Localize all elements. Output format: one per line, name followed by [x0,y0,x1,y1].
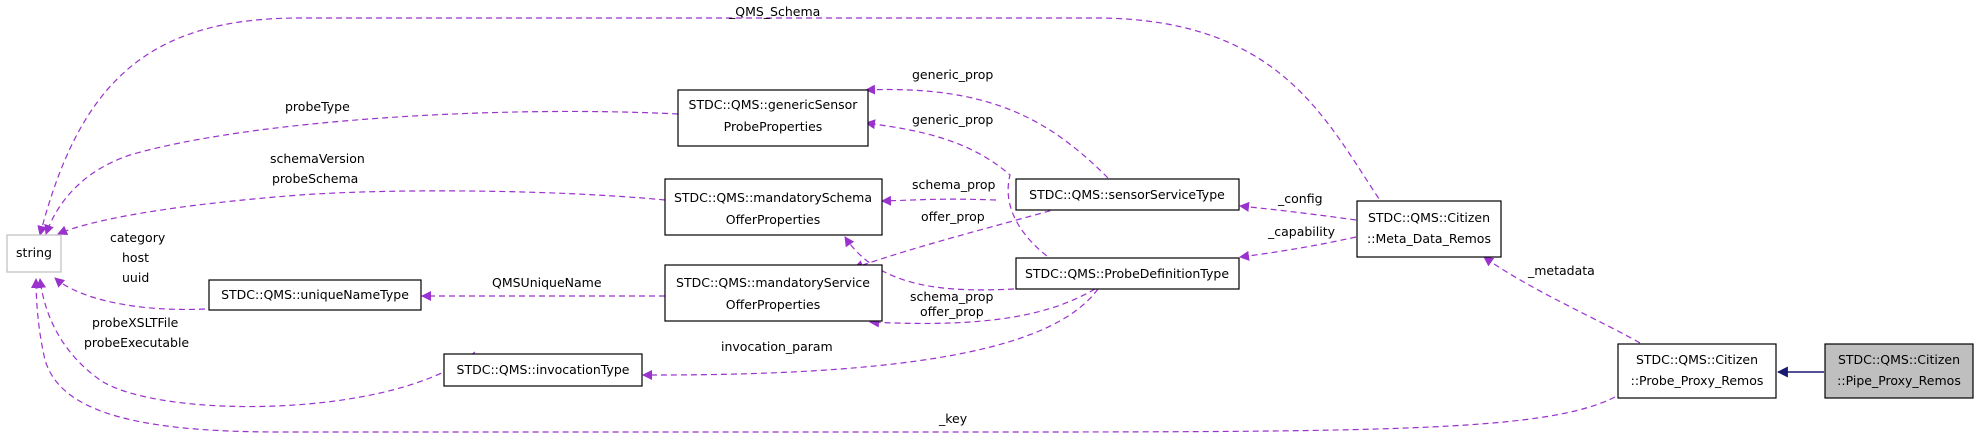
edge-generic-prop-2 [865,119,1099,288]
edge-label-probe-executable: probeExecutable [84,335,189,350]
edge-label-offer-prop-1: offer_prop [921,209,985,224]
edge-label-schema-prop-2: schema_prop [910,289,994,304]
edge-qms-schema [37,17,1391,236]
edge-label-capability: _capability [1267,224,1336,239]
edge-label-schema-prop-1: schema_prop [912,177,996,192]
svg-text:STDC::QMS::genericSensor: STDC::QMS::genericSensor [689,97,859,112]
edge-label-probe-schema: probeSchema [272,171,358,186]
node-probe-definition-type[interactable]: STDC::QMS::ProbeDefinitionType [1015,257,1240,290]
svg-text:::Probe_Proxy_Remos: ::Probe_Proxy_Remos [1631,373,1764,388]
svg-text:STDC::QMS::uniqueNameType: STDC::QMS::uniqueNameType [221,287,409,302]
svg-text:STDC::QMS::Citizen: STDC::QMS::Citizen [1838,352,1960,367]
edge-label-generic-prop-2: generic_prop [912,112,993,127]
edge-generic-prop-1 [865,84,1109,179]
edge-metadata [1483,256,1641,344]
svg-text:string: string [16,245,52,260]
edge-label-qms-schema: _QMS_Schema [728,4,820,19]
svg-text:::Pipe_Proxy_Remos: ::Pipe_Proxy_Remos [1837,373,1961,388]
svg-text:OfferProperties: OfferProperties [726,297,820,312]
edge-label-invocation-param: invocation_param [721,339,833,354]
svg-text:STDC::QMS::mandatorySchema: STDC::QMS::mandatorySchema [674,190,872,205]
svg-text:STDC::QMS::Citizen: STDC::QMS::Citizen [1368,210,1490,225]
svg-text:ProbeProperties: ProbeProperties [724,119,823,134]
edge-label-offer-prop-2: offer_prop [920,304,984,319]
edge-key [31,278,1616,433]
edge-label-probe-type: probeType [285,99,350,114]
svg-text:STDC::QMS::sensorServiceType: STDC::QMS::sensorServiceType [1029,187,1225,202]
edge-label-key: _key [938,411,968,426]
edge-probe-xslt-probe-executable [36,278,476,408]
edge-capability [1239,236,1357,261]
node-mandatory-service-offer-properties[interactable]: STDC::QMS::mandatoryService OfferPropert… [664,264,883,322]
svg-text:STDC::QMS::ProbeDefinitionType: STDC::QMS::ProbeDefinitionType [1025,266,1229,281]
node-mandatory-schema-offer-properties[interactable]: STDC::QMS::mandatorySchema OfferProperti… [664,178,883,236]
edge-label-uuid: uuid [122,270,149,285]
node-generic-sensor-probe-properties[interactable]: STDC::QMS::genericSensor ProbeProperties [677,89,869,147]
edge-label-config: _config [1277,191,1323,206]
svg-text:STDC::QMS::invocationType: STDC::QMS::invocationType [457,362,630,377]
node-string[interactable]: string [6,234,62,273]
edge-label-metadata: _metadata [1527,263,1595,278]
edge-label-qms-unique-name: QMSUniqueName [492,275,602,290]
edge-label-category: category [110,230,166,245]
node-probe-proxy-remos[interactable]: STDC::QMS::Citizen ::Probe_Proxy_Remos [1617,343,1777,399]
edge-invocation-param [642,288,1099,381]
edge-label-schema-version: schemaVersion [270,151,365,166]
node-invocation-type[interactable]: STDC::QMS::invocationType [443,353,643,387]
edge-label-probe-xslt-file: probeXSLTFile [92,315,179,330]
svg-text:::Meta_Data_Remos: ::Meta_Data_Remos [1367,231,1491,246]
node-unique-name-type[interactable]: STDC::QMS::uniqueNameType [208,279,422,311]
svg-text:STDC::QMS::Citizen: STDC::QMS::Citizen [1636,352,1758,367]
node-pipe-proxy-remos[interactable]: STDC::QMS::Citizen ::Pipe_Proxy_Remos [1824,343,1974,399]
edge-offer-prop-1 [853,207,1061,270]
edge-label-generic-prop-1: generic_prop [912,67,993,82]
edge-schema-prop-2 [844,236,1015,291]
edge-config [1239,201,1357,221]
edge-schema-version-probe-schema [57,190,666,235]
edge-label-host: host [122,250,149,265]
svg-text:STDC::QMS::mandatoryService: STDC::QMS::mandatoryService [676,275,870,290]
svg-text:OfferProperties: OfferProperties [726,212,820,227]
node-sensor-service-type[interactable]: STDC::QMS::sensorServiceType [1015,178,1240,211]
edge-probe-type [44,110,679,235]
edge-schema-prop-1 [881,195,997,206]
node-meta-data-remos[interactable]: STDC::QMS::Citizen ::Meta_Data_Remos [1356,200,1502,258]
edge-category-host-uuid [54,277,206,311]
